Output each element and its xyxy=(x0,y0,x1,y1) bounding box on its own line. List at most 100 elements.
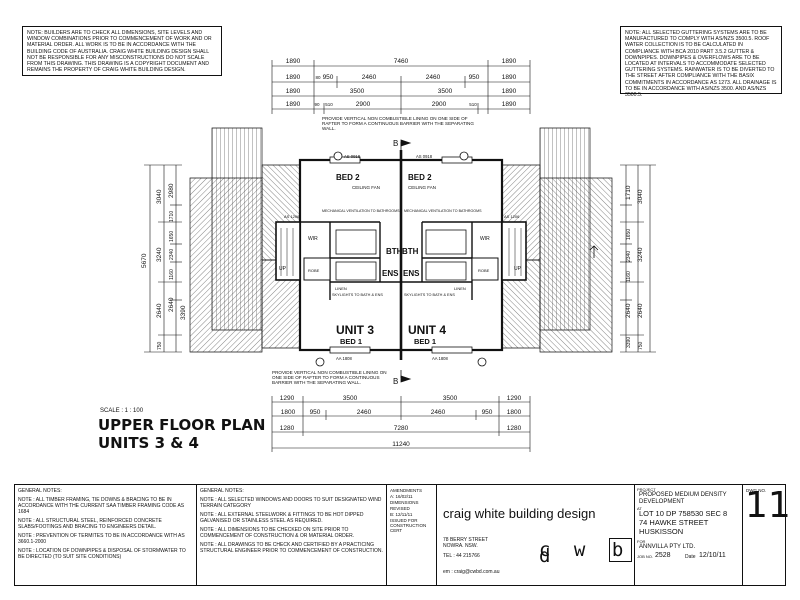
roof-hatching xyxy=(189,127,613,353)
unit4-bath-label: BTH xyxy=(402,247,419,256)
drawing-number-panel: DWG NO. 11 xyxy=(743,485,791,585)
builder-notes-text: NOTE: BUILDERS ARE TO CHECK ALL DIMENSIO… xyxy=(27,30,212,74)
dim-left-b4: 2340 xyxy=(169,249,175,260)
unit4-label: UNIT 4 xyxy=(408,323,446,337)
dim-top-3-c: 3500 xyxy=(438,88,453,95)
unit3-label: UNIT 3 xyxy=(336,323,374,337)
dim-bottom-1-c: 3500 xyxy=(443,395,458,402)
unit3-mech-vent-label: MECHANICAL VENTILATION TO BATHROOMS xyxy=(322,209,400,213)
unit4-ensuite-label: ENS xyxy=(403,269,420,278)
dim-top-1-b: 7460 xyxy=(394,58,409,65)
amendment-a-desc: DIMENSIONS REVISED xyxy=(390,500,419,511)
general-notes-2-item: NOTE : ALL DRAWINGS TO BE CHECK AND CERT… xyxy=(200,542,383,554)
guttering-notes: NOTE: ALL SELECTED GUTTERING SYSTEMS ARE… xyxy=(620,26,782,98)
at-label: AT xyxy=(637,506,642,511)
amendments: AMENDMENTS A: 16/02/11 DIMENSIONS REVISE… xyxy=(387,485,437,585)
dim-left-b6: 2640 xyxy=(168,297,175,312)
project-panel: PROJECT PROPOSED MEDIUM DENSITY DEVELOPM… xyxy=(635,485,743,585)
dim-left-total: 5670 xyxy=(141,253,148,268)
dim-left-b7: 3390 xyxy=(180,305,187,320)
dim-left-a1: 3040 xyxy=(156,189,163,204)
site-suburb: HUSKISSON xyxy=(639,527,684,536)
top-dimension-lines xyxy=(271,60,531,114)
dim-right-a4: 750 xyxy=(638,341,644,350)
dim-right-b4: 1160 xyxy=(626,271,632,282)
general-notes-1-heading: GENERAL NOTES: xyxy=(18,488,62,494)
north-arrow-icon xyxy=(589,245,599,258)
general-notes-2-heading: GENERAL NOTES: xyxy=(200,488,244,494)
drawing-date: 12/10/11 xyxy=(699,552,726,559)
company-name: craig white building design xyxy=(443,506,596,521)
amendment-b: B: 12/11/11 xyxy=(390,511,413,517)
guttering-notes-text: NOTE: ALL SELECTED GUTTERING SYSTEMS ARE… xyxy=(625,30,777,99)
dim-bottom-1-a: 1290 xyxy=(280,395,295,402)
dim-top-2-d: 2460 xyxy=(362,74,377,81)
drawing-number: 11 xyxy=(745,485,791,526)
dim-left-b2: 1710 xyxy=(169,211,175,222)
window-tag-unit4-bottom: AA 1808 xyxy=(432,356,449,361)
site-street: 74 HAWKE STREET xyxy=(639,518,709,527)
unit3-bed1-label: BED 1 xyxy=(340,337,362,346)
dim-top-3-b: 3500 xyxy=(350,88,365,95)
dim-top-2-g: 1890 xyxy=(502,74,517,81)
logo-letter-b: b xyxy=(608,538,633,562)
dim-bottom-2-f: 1800 xyxy=(507,409,522,416)
dim-top-4-a: 1890 xyxy=(286,101,301,108)
fire-lining-note-bottom: PROVIDE VERTICAL NON COMBUSTIBLE LINING … xyxy=(272,370,387,386)
for-label: FOR xyxy=(637,539,646,544)
dim-top-1-c: 1890 xyxy=(502,58,517,65)
general-notes-2-item: NOTE : ALL DIMENSIONS TO BE CHECKED ON S… xyxy=(200,527,355,539)
unit4-bed2-label: BED 2 xyxy=(408,173,432,182)
company-panel: craig white building design 78 BERRY STR… xyxy=(437,485,635,585)
unit3-stair-up-label: UP xyxy=(279,266,287,272)
dim-bottom-total: 11240 xyxy=(392,441,410,448)
unit4-linen-label: LINEN xyxy=(454,286,466,291)
logo-letter-w: w xyxy=(573,539,592,561)
amendment-b-desc: ISSUED FOR CONSTRUCTION CERT xyxy=(390,518,427,534)
company-tel: TEL : 44 215766 xyxy=(443,553,480,559)
fire-lining-note-top: PROVIDE VERTICAL NON COMBUSTIBLE LINING … xyxy=(322,116,474,132)
dim-top-4-f: 510 xyxy=(469,102,477,107)
drawing-title: UPPER FLOOR PLAN xyxy=(98,416,266,434)
company-address-1: 78 BERRY STREET xyxy=(443,537,489,543)
dim-top-4-c: 510 xyxy=(325,102,333,107)
drawing-subtitle: UNITS 3 & 4 xyxy=(98,434,199,452)
general-notes-1-item: NOTE : ALL TIMBER FRAMING, TIE DOWNS & B… xyxy=(18,497,185,515)
amendment-a: A: 16/02/11 xyxy=(390,494,413,500)
dim-right-b3: 2340 xyxy=(626,251,632,262)
site-lot: LOT 10 DP 758530 SEC 8 xyxy=(639,509,728,518)
cwbd-logo: c w b d xyxy=(539,538,634,566)
company-email: em : craig@cwbd.com.au xyxy=(443,569,500,575)
dim-top-3-d: 1890 xyxy=(502,88,517,95)
general-notes-1: GENERAL NOTES: NOTE : ALL TIMBER FRAMING… xyxy=(15,485,197,585)
unit4-skylights-label: SKYLIGHTS TO BATH & ENS xyxy=(404,293,455,297)
dim-top-4-g: 1890 xyxy=(502,101,517,108)
unit4-bed1-label: BED 1 xyxy=(414,337,436,346)
date-label: Date xyxy=(685,554,696,560)
company-address-2: NOWRA. NSW. xyxy=(443,543,478,549)
dim-top-1-a: 1890 xyxy=(286,58,301,65)
project-description: PROPOSED MEDIUM DENSITY DEVELOPMENT xyxy=(639,492,727,505)
dim-right-b5: 2640 xyxy=(625,303,632,318)
window-tag-unit4-top: AS 0918 xyxy=(416,154,433,159)
dim-right-b1: 1710 xyxy=(625,185,632,200)
dim-left-b1: 2980 xyxy=(168,183,175,198)
amendments-heading: AMENDMENTS xyxy=(390,488,423,493)
general-notes-2: GENERAL NOTES: NOTE : ALL SELECTED WINDO… xyxy=(197,485,387,585)
dim-bottom-3-c: 1280 xyxy=(507,425,522,432)
unit4-mech-vent-label: MECHANICAL VENTILATION TO BATHROOMS xyxy=(404,209,482,213)
unit4-robe-label: ROBE xyxy=(478,268,490,273)
dim-left-b3: 1650 xyxy=(169,231,175,242)
unit3-bed2-label: BED 2 xyxy=(336,173,360,182)
dim-bottom-1-b: 3500 xyxy=(343,395,358,402)
dim-top-2-e: 2460 xyxy=(426,74,441,81)
dim-top-4-e: 2900 xyxy=(432,101,447,108)
general-notes-2-item: NOTE : ALL EXTERNAL STEELWORK & FITTINGS… xyxy=(200,512,364,524)
dim-top-3-a: 1890 xyxy=(286,88,301,95)
window-tag-unit3-side: AS 1206 xyxy=(284,214,300,219)
dim-top-2-a: 1890 xyxy=(286,74,301,81)
client-name: ANNVILLA PTY LTD. xyxy=(639,544,696,550)
dim-bottom-2-e: 950 xyxy=(482,409,493,416)
window-tag-unit4-side: AS 1206 xyxy=(504,214,520,219)
drawing-number-label: DWG NO. xyxy=(746,488,767,493)
